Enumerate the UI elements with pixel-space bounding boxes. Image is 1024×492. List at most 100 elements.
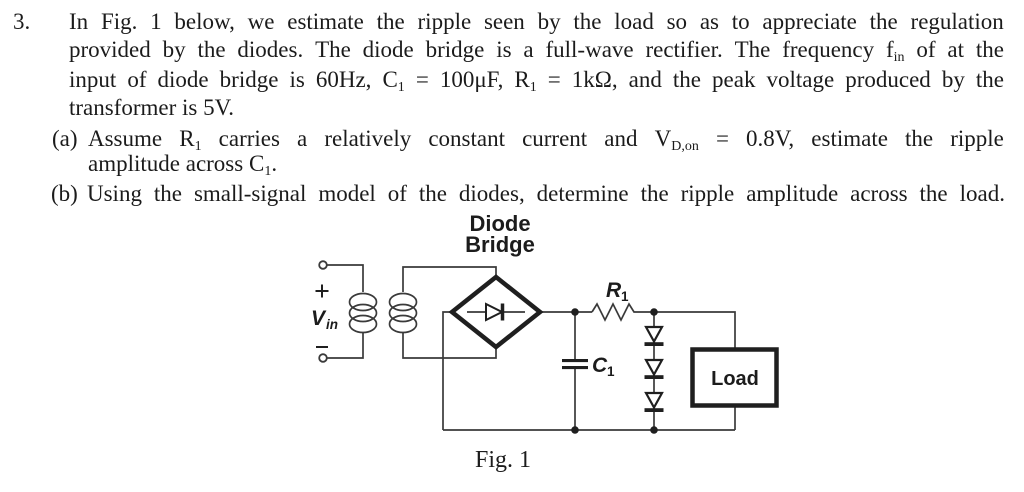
word: the xyxy=(975,67,1004,92)
problem-text-line: transformer is 5V. xyxy=(69,95,234,120)
diode-1 xyxy=(644,325,664,344)
word: = xyxy=(715,126,729,151)
word: produced xyxy=(845,67,931,92)
c1-label: C xyxy=(592,354,608,377)
word: by xyxy=(537,9,561,34)
word: The xyxy=(734,37,771,62)
word: the xyxy=(376,9,405,34)
word: is xyxy=(289,67,305,92)
transformer-secondary-coil xyxy=(388,292,418,334)
word: 0.8V, xyxy=(746,126,795,151)
word: ripple xyxy=(680,181,735,206)
word: current xyxy=(522,126,588,151)
word: = xyxy=(415,67,429,92)
word: Assume xyxy=(88,126,163,151)
word: the xyxy=(672,67,702,92)
connection-nodes xyxy=(571,308,658,434)
word: 100μF, xyxy=(439,67,504,92)
word: of xyxy=(916,37,936,62)
word: R1 xyxy=(514,67,537,95)
word: the xyxy=(905,126,934,151)
word: C1. xyxy=(248,151,278,179)
word: ripple xyxy=(950,126,1004,151)
word: to xyxy=(731,9,750,34)
word: peak xyxy=(712,67,756,92)
word: diode xyxy=(157,67,209,92)
word: below, xyxy=(174,9,235,34)
word: at xyxy=(947,37,965,62)
word: the xyxy=(197,37,226,62)
primary-top-wire xyxy=(327,264,364,292)
wires xyxy=(327,264,736,431)
bridge-label-line1: Diode xyxy=(469,211,530,236)
r1-label: R xyxy=(606,279,622,302)
word: so xyxy=(666,9,688,34)
word: R1 xyxy=(179,126,202,154)
word: appreciate xyxy=(762,9,857,34)
plus-sign xyxy=(315,284,329,298)
word: and xyxy=(604,126,638,151)
vin-negative-terminal xyxy=(318,353,328,363)
secondary-bottom-wire xyxy=(402,333,497,359)
word: by xyxy=(941,67,965,92)
figure-caption: Fig. 1 xyxy=(475,447,531,473)
word: 1kΩ, xyxy=(571,67,618,92)
word: relatively xyxy=(324,126,412,151)
word: constant xyxy=(428,126,505,151)
word: rectifier. xyxy=(645,37,723,62)
c1-label-sub: 1 xyxy=(607,364,615,379)
word: Fig. xyxy=(100,9,138,34)
secondary-top-wire xyxy=(402,266,497,292)
resistor-r1 xyxy=(591,302,640,322)
diode-2 xyxy=(644,358,664,377)
word: 1 xyxy=(150,9,162,34)
word: across xyxy=(850,181,908,206)
word: is xyxy=(182,95,198,120)
word: The xyxy=(315,37,351,62)
word: input xyxy=(69,67,117,92)
word: 60Hz, xyxy=(315,67,372,92)
word: VD,on xyxy=(654,126,699,154)
word: transformer xyxy=(69,95,177,120)
word: we xyxy=(247,9,275,34)
word: regulation xyxy=(910,9,1004,34)
word: as xyxy=(699,9,719,34)
word: diodes, xyxy=(458,181,525,206)
word: In xyxy=(69,9,89,34)
word: carries xyxy=(218,126,280,151)
word: model xyxy=(318,181,376,206)
vin-label-sub: in xyxy=(326,317,338,332)
capacitor-c1 xyxy=(562,359,588,370)
word: bridge xyxy=(425,37,485,62)
word: amplitude xyxy=(88,151,180,176)
word: bridge xyxy=(219,67,279,92)
diode-2-bar xyxy=(644,375,664,379)
load-box xyxy=(690,347,779,408)
vin-positive-terminal xyxy=(318,260,328,270)
word: voltage xyxy=(766,67,835,92)
word: frequency xyxy=(782,37,875,62)
word: of xyxy=(387,181,407,206)
word: is xyxy=(496,37,512,62)
load-label: Load xyxy=(711,368,759,390)
word: determine xyxy=(536,181,629,206)
word: and xyxy=(628,67,662,92)
word: full-wave xyxy=(545,37,634,62)
word: diode xyxy=(362,37,414,62)
word: small-signal xyxy=(193,181,307,206)
word: of xyxy=(127,67,147,92)
word: 5V. xyxy=(203,95,235,120)
r1-label-sub: 1 xyxy=(621,289,629,304)
series-diode-stack xyxy=(644,325,664,412)
word: by xyxy=(162,37,186,62)
word: = xyxy=(547,67,561,92)
vin-label: V xyxy=(311,307,327,330)
item-a-text-line: amplitude across C1. xyxy=(88,151,277,184)
word: C1 xyxy=(382,67,405,95)
